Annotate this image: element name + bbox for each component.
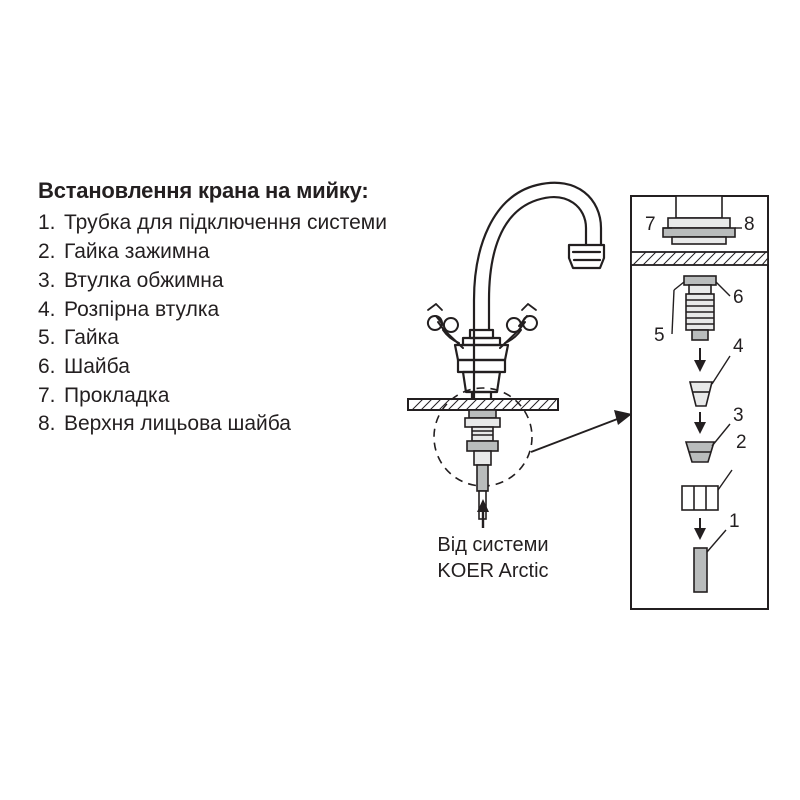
panel-part-3 (684, 441, 716, 463)
list-item-label: Прокладка (64, 383, 170, 407)
list-item-label: Верхня лицьова шайба (64, 412, 291, 436)
panel-arrow-1 (694, 348, 706, 372)
instructions-block: Встановлення крана на мийку: 1. Трубка д… (38, 178, 398, 439)
list-item: 3. Втулка обжимна (38, 267, 398, 295)
panel-countertop (630, 251, 769, 266)
callout-5: 5 (654, 325, 665, 346)
callout-leaders (663, 227, 742, 553)
faucet-drawing (426, 181, 606, 408)
countertop-slab (407, 398, 559, 411)
list-item-number: 6. (38, 354, 56, 378)
callout-4: 4 (733, 336, 744, 357)
panel-arrow-2 (694, 412, 706, 434)
callout-7: 7 (645, 214, 656, 235)
list-item-number: 8. (38, 412, 56, 436)
panel-arrow-3 (694, 518, 706, 540)
callout-6: 6 (733, 287, 744, 308)
panel-part-2 (681, 485, 719, 511)
list-item-label: Шайба (64, 354, 130, 378)
list-item-number: 1. (38, 211, 56, 235)
callout-2: 2 (736, 432, 747, 453)
instructions-title: Встановлення крана на мийку: (38, 178, 369, 203)
list-item-label: Гайка (64, 326, 119, 350)
callout-3: 3 (733, 405, 744, 426)
list-item-label: Втулка обжимна (64, 268, 224, 292)
list-item: 6. Шайба (38, 353, 398, 381)
list-item: 8. Верхня лицьова шайба (38, 410, 398, 438)
instructions-list: 1. Трубка для підключення системи 2. Гай… (38, 209, 398, 438)
panel-part-1 (693, 547, 708, 593)
list-item-number: 7. (38, 383, 56, 407)
list-item: 5. Гайка (38, 324, 398, 352)
list-item: 4. Розпірна втулка (38, 296, 398, 324)
list-item-label: Гайка зажимна (64, 240, 210, 264)
list-item-label: Трубка для підключення системи (64, 211, 387, 235)
panel-washer-nut (683, 275, 717, 341)
caption-line-2: KOER Arctic (437, 560, 549, 583)
list-item-number: 4. (38, 297, 56, 321)
list-item-number: 5. (38, 326, 56, 350)
flow-caption: Від системи KOER Arctic (398, 532, 588, 585)
panel-faucet-base (662, 195, 736, 245)
list-item-number: 2. (38, 240, 56, 264)
panel-part-4 (688, 381, 714, 407)
leader-arrow (530, 410, 632, 453)
list-item: 7. Прокладка (38, 382, 398, 410)
list-item: 2. Гайка зажимна (38, 238, 398, 266)
list-item-number: 3. (38, 268, 56, 292)
flow-arrow-up (477, 499, 489, 528)
callout-8: 8 (744, 214, 755, 235)
list-item: 1. Трубка для підключення системи (38, 209, 398, 237)
callout-1: 1 (729, 511, 740, 532)
caption-line-1: Від системи (437, 534, 549, 556)
list-item-label: Розпірна втулка (64, 297, 220, 321)
